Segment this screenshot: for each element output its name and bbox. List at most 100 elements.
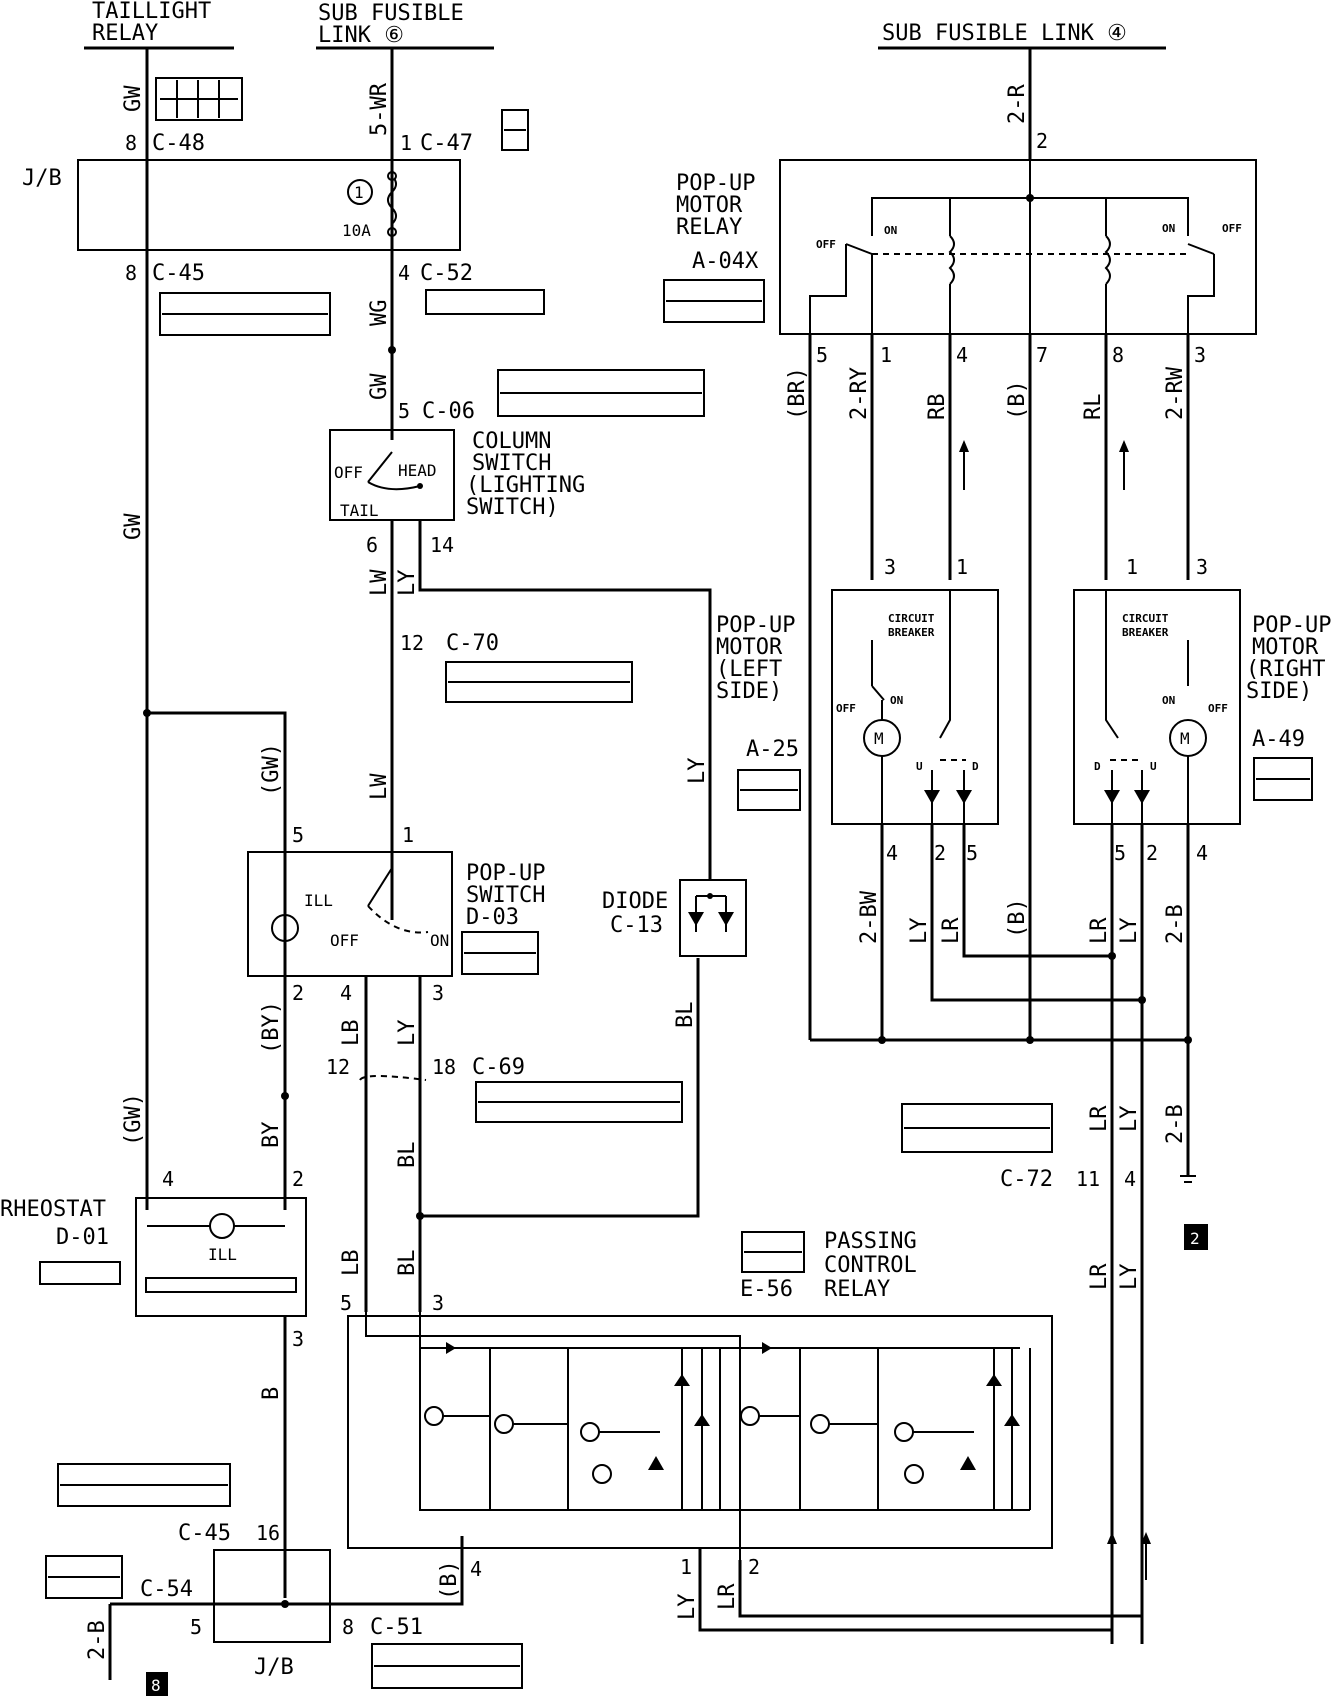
pin-3-passing: 3 <box>432 1291 444 1315</box>
wire-ly-top: LY <box>395 570 420 597</box>
wire-2b-ground: 2-B <box>1163 1104 1188 1144</box>
connector-icon-c45-lower <box>57 1463 231 1507</box>
wire-b-paren-relay: (B) <box>1005 380 1030 420</box>
connector-icon-c54 <box>45 1555 123 1599</box>
wire-ly-lower: LY <box>1117 1264 1142 1291</box>
wire-gw-paren-lower: (GW) <box>121 1093 146 1146</box>
wire-bl-diode: BL <box>673 1002 698 1029</box>
svg-text:SIDE): SIDE) <box>716 679 782 704</box>
conn-d03-label: D-03 <box>466 905 519 930</box>
pin-2-rheostat: 2 <box>292 1167 304 1191</box>
column-switch-tail: TAIL <box>340 501 379 520</box>
taillight-relay-label: TAILLIGHT <box>92 0 211 24</box>
right-motor-off: OFF <box>1208 702 1228 715</box>
pin-8-relay: 8 <box>1112 343 1124 367</box>
pin-4-c52: 4 <box>398 261 410 285</box>
svg-text:SWITCH: SWITCH <box>472 451 551 476</box>
pin-14: 14 <box>430 533 454 557</box>
conn-c69-label: C-69 <box>472 1055 525 1080</box>
pin-3-right-motor: 3 <box>1196 555 1208 579</box>
wire-lr-passing: LR <box>715 1583 740 1610</box>
pin-1-right-motor: 1 <box>1126 555 1138 579</box>
connector-icon-c48 <box>155 77 243 121</box>
left-motor-on: ON <box>890 694 903 707</box>
svg-text:(LEFT: (LEFT <box>716 657 782 682</box>
rheostat: ILL <box>135 1197 307 1317</box>
wire-ly-right-motor: LY <box>1117 918 1142 945</box>
wire-bl-upper: BL <box>395 1142 420 1169</box>
connector-icon-c06 <box>497 369 705 417</box>
wire-by: BY <box>259 1122 284 1149</box>
wire-b-rheostat: B <box>259 1387 284 1400</box>
connector-icon-c69 <box>475 1081 683 1123</box>
left-motor-d: D <box>972 760 979 773</box>
connector-icon-e56 <box>741 1231 805 1273</box>
right-motor-on: ON <box>1162 694 1175 707</box>
pin-11-c72: 11 <box>1076 1167 1100 1191</box>
conn-c70-label: C-70 <box>446 631 499 656</box>
connector-icon-c51 <box>371 1643 523 1689</box>
svg-text:RELAY: RELAY <box>676 215 742 240</box>
svg-text:SWITCH: SWITCH <box>466 883 545 908</box>
popup-motor-right: CIRCUIT BREAKER ON OFF M D U <box>1073 589 1241 825</box>
sub-fusible-link-6-source: SUB FUSIBLE LINK ⑥ <box>316 1 494 50</box>
svg-text:SWITCH): SWITCH) <box>466 495 559 520</box>
wire-lb-lower: LB <box>339 1250 364 1277</box>
wire-2bw: 2-BW <box>857 890 882 944</box>
connector-icon-c47 <box>501 109 529 151</box>
wire-2ry: 2-RY <box>847 367 872 420</box>
svg-text:MOTOR: MOTOR <box>676 193 743 218</box>
wire-b-paren-motor: (B) <box>1005 898 1030 938</box>
popup-switch: ILL OFF ON <box>247 851 453 977</box>
sub-fusible-link-6-label: SUB FUSIBLE <box>318 1 464 26</box>
popup-motor-relay-label: POP-UP <box>676 171 755 196</box>
popup-switch-on: ON <box>430 931 449 950</box>
pin-2-popup-switch: 2 <box>292 981 304 1005</box>
pin-4-right-motor-out: 4 <box>1196 841 1208 865</box>
pin-2-right-motor-out: 2 <box>1146 841 1158 865</box>
connector-icon-c45-top <box>159 292 331 336</box>
relay-on-left: ON <box>884 224 897 237</box>
svg-text:MOTOR: MOTOR <box>716 635 783 660</box>
conn-c45-label: C-45 <box>152 261 205 286</box>
wire-gw-mid: GW <box>121 513 146 540</box>
junction-block-bottom <box>213 1549 331 1643</box>
conn-a49-label: A-49 <box>1252 727 1305 752</box>
svg-text:RELAY: RELAY <box>824 1277 890 1302</box>
pin-4-rheostat: 4 <box>162 1167 174 1191</box>
right-motor-u: U <box>1150 760 1157 773</box>
ground-ref-8: 8 <box>146 1672 168 1696</box>
sub-fusible-link-4-source: SUB FUSIBLE LINK ④ <box>878 21 1166 50</box>
wire-5wr: 5-WR <box>367 82 392 136</box>
wire-2rw: 2-RW <box>1163 366 1188 420</box>
connector-icon-d03 <box>461 931 539 975</box>
wire-lr-left-motor: LR <box>939 917 964 944</box>
svg-text:(RIGHT: (RIGHT <box>1246 657 1325 682</box>
right-motor-d: D <box>1094 760 1101 773</box>
wire-wg: WG <box>367 300 392 327</box>
svg-text:BREAKER: BREAKER <box>888 626 935 639</box>
diode-c13 <box>679 879 747 957</box>
ground-ref-2-label: 2 <box>1190 1229 1200 1248</box>
pin-18-c69: 18 <box>432 1055 456 1079</box>
pin-8-c45: 8 <box>125 261 137 285</box>
wire-ly-passing: LY <box>675 1594 700 1621</box>
column-switch-off: OFF <box>334 463 363 482</box>
relay-off-right: OFF <box>1222 222 1242 235</box>
conn-a25-label: A-25 <box>746 737 799 762</box>
popup-motor-left-label: POP-UP <box>716 613 795 638</box>
pin-5-right-motor-out: 5 <box>1114 841 1126 865</box>
wire-ly-switch: LY <box>395 1020 420 1047</box>
pin-4-popup-switch: 4 <box>340 981 352 1005</box>
ground-ref-8-label: 8 <box>151 1676 161 1695</box>
conn-c45-lower-label: C-45 <box>178 1521 231 1546</box>
pin-1-popup-switch: 1 <box>402 823 414 847</box>
rheostat-label: RHEOSTAT <box>0 1197 106 1222</box>
wire-gw-top: GW <box>121 85 146 112</box>
pin-4-c72: 4 <box>1124 1167 1136 1191</box>
pin-1-passing: 1 <box>680 1555 692 1579</box>
conn-c13-label: C-13 <box>610 913 663 938</box>
sub-fusible-link-6-label-2: LINK ⑥ <box>318 23 404 48</box>
pin-1-left-motor: 1 <box>956 555 968 579</box>
popup-switch-off: OFF <box>330 931 359 950</box>
